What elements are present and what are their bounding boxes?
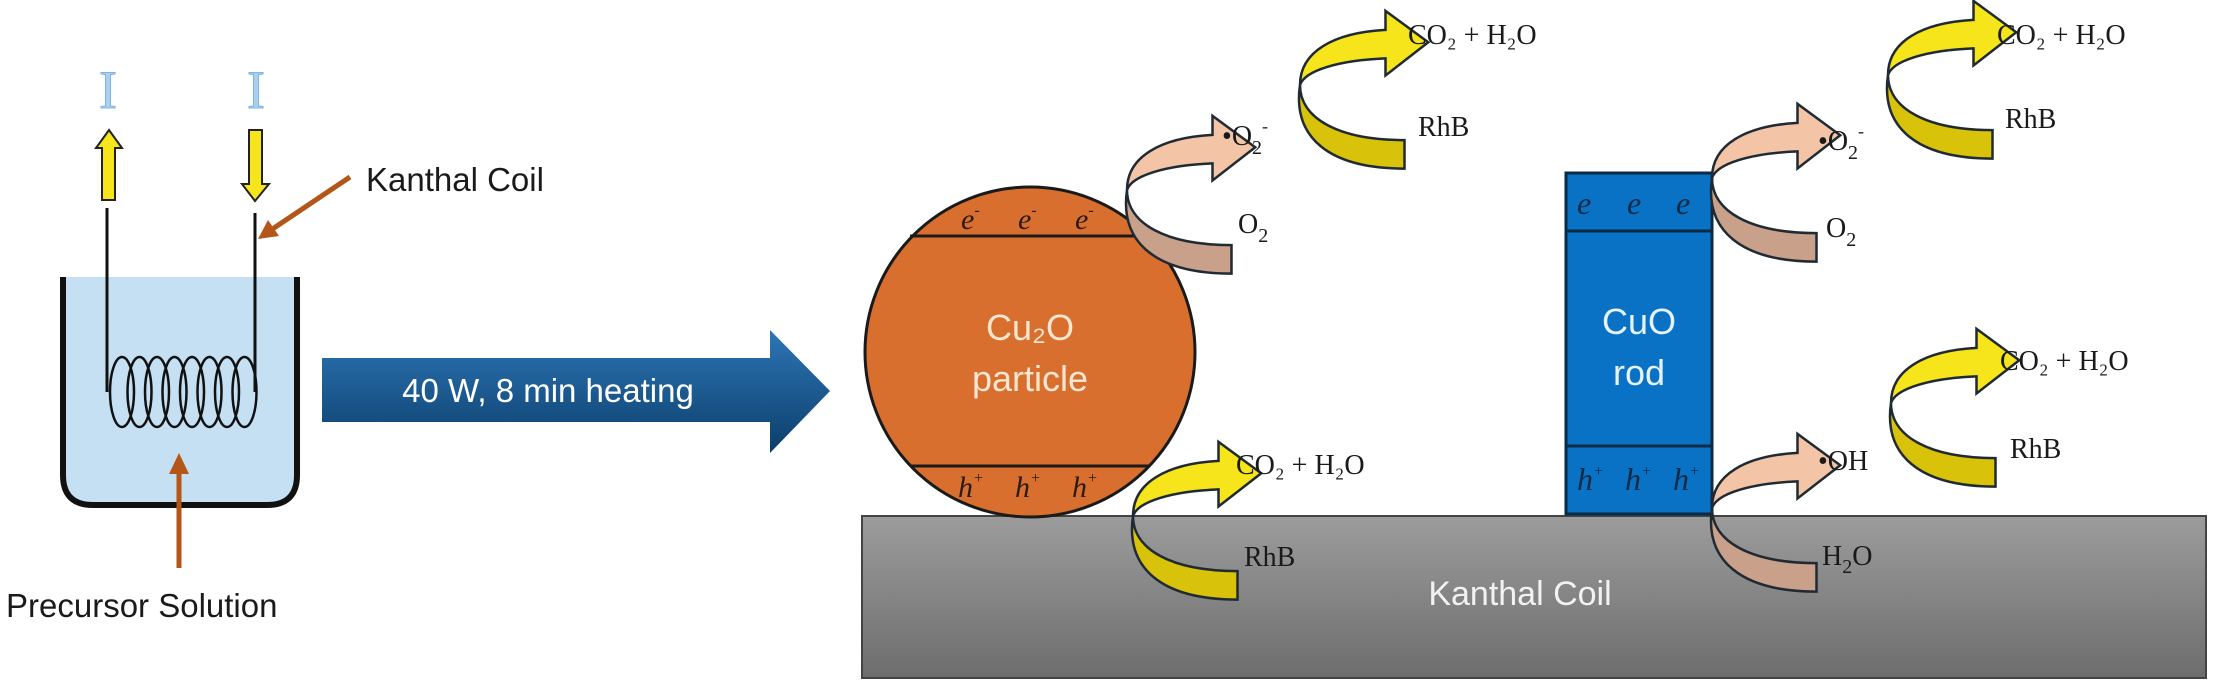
current-down-arrow-icon (239, 129, 272, 203)
cuo-top-product-label: CO₂ + H₂O (1997, 20, 2126, 51)
cuo-rod: CuO rod e e e h+ h+ h+ (1564, 171, 1714, 516)
coil-loop (143, 355, 171, 429)
coil-loop (178, 355, 206, 429)
coil-pointer-arrow (266, 174, 352, 235)
cuo-oxygen-label: O2 (1826, 213, 1856, 251)
svg-text:h+: h+ (1673, 461, 1700, 497)
cuo-bottom-product-label: CO₂ + H₂O (2000, 346, 2129, 377)
coil-loop (126, 355, 153, 429)
cu2o-top-product-label: CO₂ + H₂O (1408, 20, 1537, 51)
cuo-water-label: H2O (1822, 541, 1872, 578)
heating-coil (108, 355, 258, 429)
cu2o-particle: Cu₂O particle e- e- e- h+ h+ h+ (863, 185, 1197, 519)
process-label: 40 W, 8 min heating (402, 372, 694, 409)
svg-text:h+: h+ (958, 470, 984, 504)
current-up-arrow-icon (94, 128, 124, 201)
svg-text:e-: e- (1075, 202, 1094, 236)
cuo-electron: e (1676, 185, 1690, 221)
svg-text:h+: h+ (1625, 461, 1652, 497)
cuo-electron: e (1627, 185, 1641, 221)
coil-loop (161, 355, 188, 429)
current-symbol-right: I (247, 60, 265, 120)
cu2o-hole: h (958, 471, 973, 504)
svg-text:h+: h+ (1015, 470, 1041, 504)
cu2o-top-rhb-label: RhB (1418, 112, 1469, 143)
cu2o-top-degradation-arrow-icon (1297, 8, 1431, 170)
cu2o-hole: h (1015, 471, 1030, 504)
substrate-label: Kanthal Coil (1428, 575, 1611, 613)
cuo-superoxide-label: •O2- (1818, 121, 1864, 164)
current-symbol-left: I (99, 60, 117, 120)
coil-loop (196, 355, 223, 429)
cuo-top-rhb-label: RhB (2005, 104, 2056, 135)
cuo-electron: e (1577, 185, 1591, 221)
cuo-top-degradation-arrow-icon (1885, 0, 2019, 160)
cu2o-hole-degradation-arrow-icon (1130, 439, 1264, 601)
cu2o-hole-product-label: CO₂ + H₂O (1236, 450, 1365, 481)
cuo-reduction-arrow-icon (1709, 101, 1843, 263)
cuo-subname: rod (1613, 352, 1665, 393)
coil-loop (231, 355, 258, 429)
cuo-hole: h (1625, 461, 1641, 497)
svg-text:e-: e- (961, 202, 980, 236)
cu2o-hole: h (1072, 471, 1087, 504)
coil-loop (108, 355, 136, 429)
process-arrow: 40 W, 8 min heating (322, 330, 830, 453)
solution-pointer-arrowhead-icon (169, 453, 189, 474)
cu2o-hole-rhb-label: RhB (1244, 542, 1295, 573)
svg-text:h+: h+ (1072, 470, 1098, 504)
cu2o-electron: e (1018, 203, 1031, 236)
cuo-oxidation-arrow-icon (1709, 431, 1843, 593)
synthesis-setup: I I Kanthal Coil Precursor Solution (6, 60, 544, 625)
svg-text:e-: e- (1018, 202, 1037, 236)
cu2o-electron: e (1075, 203, 1088, 236)
solution-label: Precursor Solution (6, 587, 277, 624)
coil-loop (213, 355, 241, 429)
cu2o-oxygen-label: O2 (1238, 209, 1268, 247)
svg-text:h+: h+ (1577, 461, 1604, 497)
cu2o-subname: particle (972, 358, 1088, 399)
cuo-hydroxyl-label: •OH (1818, 446, 1868, 477)
cu2o-name: Cu₂O (986, 307, 1074, 348)
kanthal-substrate: Kanthal Coil (861, 515, 2207, 679)
cuo-name: CuO (1602, 301, 1676, 342)
coil-label: Kanthal Coil (366, 161, 544, 198)
cuo-bottom-degradation-arrow-icon (1888, 326, 2022, 488)
cu2o-superoxide-label: •O2- (1222, 116, 1268, 159)
coil-pointer-arrowhead-icon (258, 220, 279, 239)
cu2o-electron: e (961, 203, 974, 236)
cuo-hole: h (1673, 461, 1689, 497)
cuo-hole: h (1577, 461, 1593, 497)
cu2o-reduction-arrow-icon (1124, 113, 1258, 275)
cuo-bottom-rhb-label: RhB (2010, 434, 2061, 465)
